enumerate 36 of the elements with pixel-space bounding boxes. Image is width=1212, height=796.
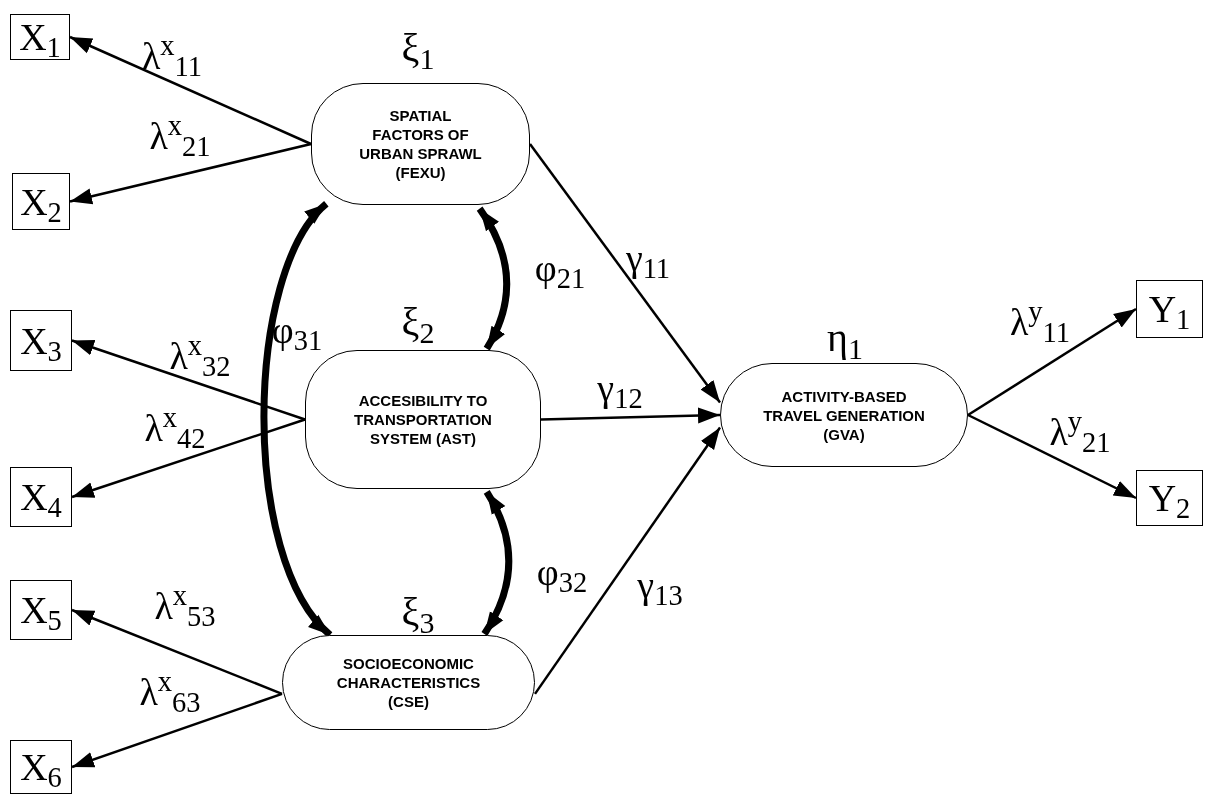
symbol-label: ξ$_{2}$ [401,302,435,342]
curved-double-arrow [260,201,333,638]
arrow [540,407,721,424]
arrow [69,142,312,205]
observed-variable-box: Y$_{1}$ [1136,280,1203,338]
arrow [69,35,312,146]
symbol-label: η$_{1}$ [827,318,863,358]
symbol-label: ξ$_{3}$ [401,592,435,632]
edge-label: φ$_{31}$ [271,311,323,349]
arrow [967,307,1137,417]
curved-double-arrow [476,206,511,351]
observed-variable-box: X$_{2}$ [12,173,70,230]
curved-double-arrow [481,490,513,636]
latent-variable-box: ACTIVITY-BASED TRAVEL GENERATION (GVA) [720,363,968,467]
observed-variable-box: X$_{6}$ [10,740,72,794]
latent-variable-box: SPATIAL FACTORS OF URBAN SPRAWL (FEXU) [311,83,530,205]
arrow [71,418,306,499]
arrow [533,426,722,695]
arrow [529,143,721,404]
edge-label: γ$_{11}$ [625,239,671,277]
observed-variable-box: X$_{5}$ [10,580,72,640]
edge-label: γ$_{13}$ [637,566,683,604]
arrow [71,692,283,769]
edge-label: φ$_{21}$ [534,249,586,287]
latent-variable-box: ACCESIBILITY TO TRANSPORTATION SYSTEM (AST) [305,350,541,489]
edge-label: γ$_{12}$ [597,369,643,407]
observed-variable-box: Y$_{2}$ [1136,470,1203,526]
arrow [71,608,283,696]
observed-variable-box: X$_{1}$ [10,14,70,60]
edge-label: φ$_{32}$ [536,553,588,591]
observed-variable-box: X$_{4}$ [10,467,72,527]
latent-variable-box: SOCIOECONOMIC CHARACTERISTICS (CSE) [282,635,535,730]
arrow [967,413,1137,500]
symbol-label: ξ$_{1}$ [401,28,435,68]
arrow [71,339,306,421]
observed-variable-box: X$_{3}$ [10,310,72,371]
